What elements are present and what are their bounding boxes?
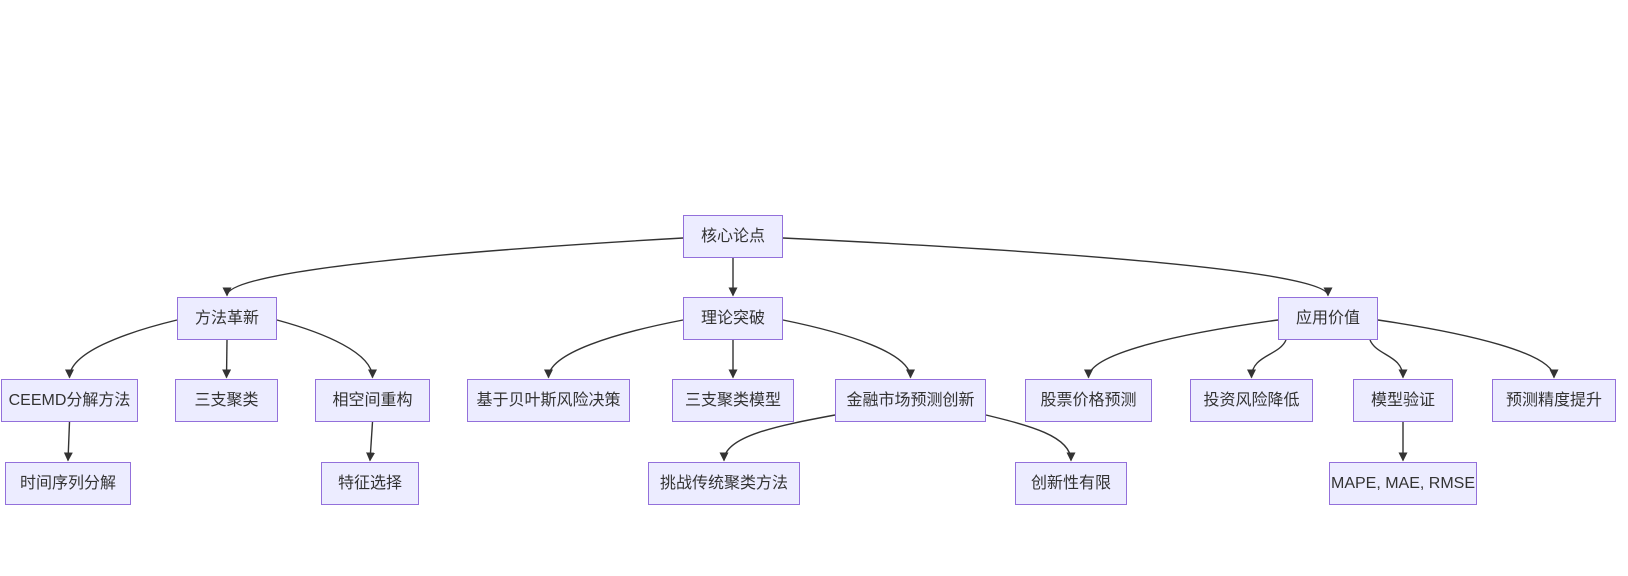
node-error-metrics: MAPE, MAE, RMSE [1329, 462, 1477, 505]
node-application-value: 应用价值 [1278, 297, 1378, 340]
edge-ceemd-decomposition-to-time-series-decomposition [63, 421, 73, 462]
edge-method-innovation-to-three-way-clustering [222, 339, 232, 379]
node-label: 相空间重构 [332, 391, 413, 409]
node-label: 理论突破 [700, 309, 765, 327]
node-stock-price-prediction: 股票价格预测 [1025, 379, 1152, 422]
edge-core-thesis-to-application-value [782, 237, 1333, 297]
edge-phase-space-reconstruction-to-feature-selection [366, 421, 376, 462]
node-label: 方法革新 [194, 309, 259, 327]
node-model-validation: 模型验证 [1353, 379, 1453, 422]
node-three-way-clustering: 三支聚类 [175, 379, 278, 422]
edge-theory-breakthrough-to-bayesian-risk-decision [544, 319, 684, 379]
edge-method-innovation-to-phase-space-reconstruction [276, 319, 377, 379]
node-feature-selection: 特征选择 [321, 462, 419, 505]
edge-financial-forecast-innovation-to-challenge-traditional-clustering [719, 414, 836, 462]
node-label: MAPE, MAE, RMSE [1330, 474, 1476, 492]
node-label: 应用价值 [1295, 309, 1360, 327]
node-method-innovation: 方法革新 [177, 297, 277, 340]
node-theory-breakthrough: 理论突破 [683, 297, 783, 340]
node-label: 基于贝叶斯风险决策 [476, 391, 621, 409]
node-label: 创新性有限 [1030, 474, 1111, 492]
node-financial-forecast-innovation: 金融市场预测创新 [835, 379, 986, 422]
node-label: 预测精度提升 [1505, 391, 1602, 409]
node-core-thesis: 核心论点 [683, 215, 783, 258]
node-label: 模型验证 [1370, 391, 1435, 409]
edge-core-thesis-to-method-innovation [222, 237, 684, 297]
edge-application-value-to-investment-risk-reduction [1247, 339, 1287, 379]
node-label: 金融市场预测创新 [846, 391, 975, 409]
node-label: 挑战传统聚类方法 [659, 474, 788, 492]
edge-application-value-to-prediction-accuracy-improvement [1377, 319, 1559, 379]
node-challenge-traditional-clustering: 挑战传统聚类方法 [648, 462, 800, 505]
node-three-way-cluster-model: 三支聚类模型 [672, 379, 794, 422]
node-limited-innovation: 创新性有限 [1015, 462, 1127, 505]
edge-method-innovation-to-ceemd-decomposition [65, 319, 178, 379]
node-label: 投资风险降低 [1203, 391, 1300, 409]
edge-financial-forecast-innovation-to-limited-innovation [985, 414, 1076, 462]
node-label: 核心论点 [700, 227, 765, 245]
node-bayesian-risk-decision: 基于贝叶斯风险决策 [467, 379, 630, 422]
node-investment-risk-reduction: 投资风险降低 [1190, 379, 1313, 422]
node-label: 时间序列分解 [19, 474, 116, 492]
edge-application-value-to-stock-price-prediction [1084, 319, 1279, 379]
node-time-series-decomposition: 时间序列分解 [5, 462, 131, 505]
node-label: 股票价格预测 [1040, 391, 1137, 409]
node-label: 三支聚类 [194, 391, 259, 409]
node-prediction-accuracy-improvement: 预测精度提升 [1492, 379, 1616, 422]
node-label: 特征选择 [337, 474, 402, 492]
node-label: 三支聚类模型 [684, 391, 781, 409]
node-phase-space-reconstruction: 相空间重构 [315, 379, 430, 422]
edge-application-value-to-model-validation [1369, 339, 1408, 379]
edge-theory-breakthrough-to-financial-forecast-innovation [782, 319, 915, 379]
node-label: CEEMD分解方法 [8, 391, 131, 409]
node-ceemd-decomposition: CEEMD分解方法 [1, 379, 138, 422]
